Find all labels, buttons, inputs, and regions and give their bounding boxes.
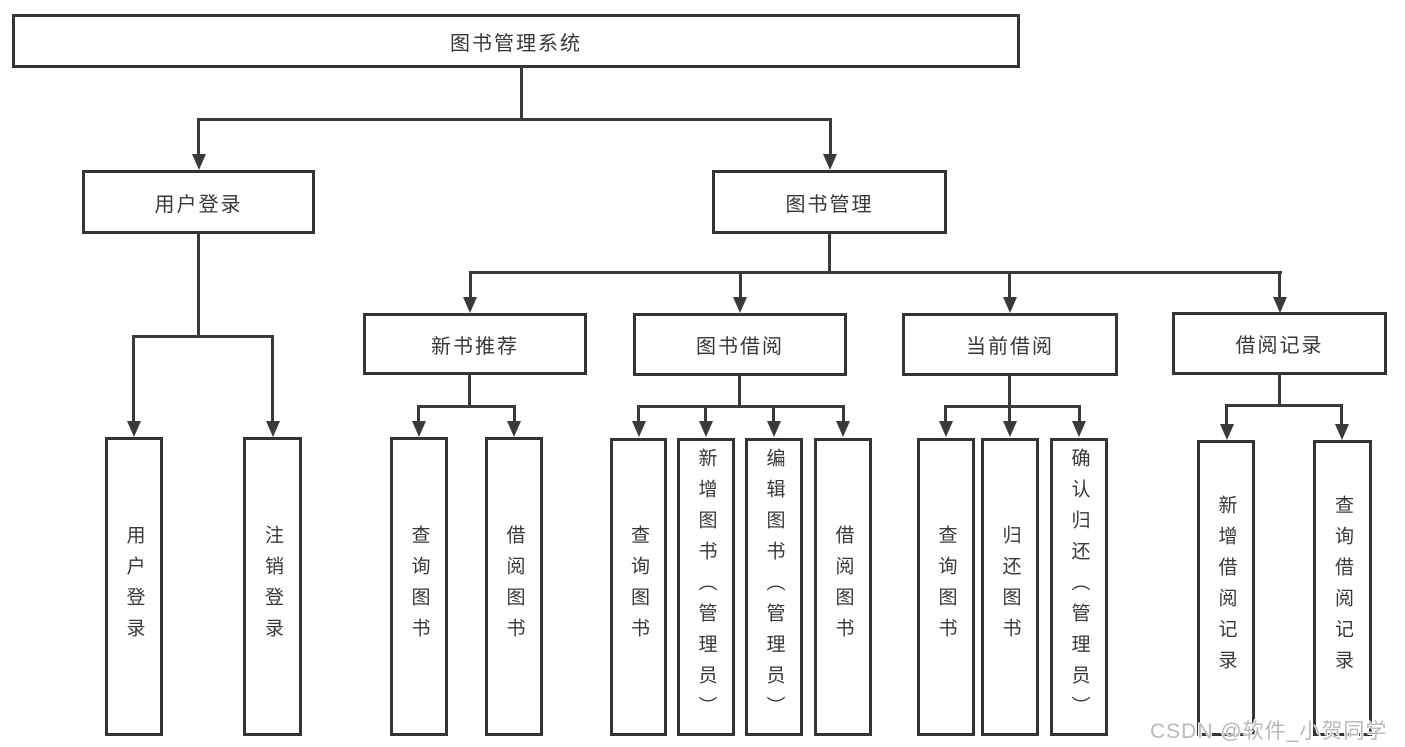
leaf-user-login: 用户登录 (105, 437, 163, 736)
edge-arm-bb-2 (704, 405, 707, 422)
leaf-bb-add-book-admin: 新增图书（管理员） (677, 438, 735, 736)
edge-book-mgmt-stem (828, 233, 831, 273)
arrowhead-user-login (192, 154, 206, 170)
leaf-cb-return-book: 归还图书 (981, 438, 1039, 736)
arrowhead-bb-edit (767, 421, 781, 437)
arrowhead-cb-query (939, 421, 953, 437)
arrowhead-borrow-record (1273, 297, 1287, 313)
node-new-book-recommend-label: 新书推荐 (431, 335, 519, 358)
edge-new-book-split (417, 405, 516, 408)
arrowhead-leaf-login (127, 421, 141, 437)
leaf-bb-add-book-admin-label: 新增图书（管理员） (695, 447, 717, 727)
edge-arm-cb-1 (944, 405, 947, 422)
arrowhead-current-borrow (1003, 297, 1017, 313)
edge-current-borrow-split (944, 405, 1081, 408)
node-borrow-record-label: 借阅记录 (1235, 335, 1324, 357)
arrowhead-br-add (1220, 424, 1234, 440)
edge-book-mgmt-split (469, 271, 1282, 274)
edge-book-borrow-split (637, 405, 845, 408)
node-borrow-record: 借阅记录 (1172, 312, 1387, 375)
leaf-bb-edit-book-admin-label: 编辑图书（管理员） (763, 447, 785, 727)
node-book-management-label: 图书管理 (785, 193, 874, 216)
edge-current-borrow-stem (1008, 375, 1011, 407)
node-current-borrow-label: 当前借阅 (966, 336, 1054, 358)
leaf-cb-return-book-label: 归还图书 (999, 525, 1021, 649)
arrowhead-br-query (1335, 424, 1349, 440)
edge-new-book-stem (468, 374, 471, 407)
node-current-borrow: 当前借阅 (902, 313, 1118, 376)
edge-arm-bb-3 (772, 405, 775, 422)
edge-arm-cb-2 (1008, 405, 1011, 422)
edge-arm-book-borrow (739, 271, 742, 298)
edge-borrow-record-stem (1278, 374, 1281, 407)
leaf-bb-borrow-book: 借阅图书 (814, 438, 872, 736)
csdn-watermark: CSDN @软件_小贺同学 (1150, 720, 1388, 743)
arrowhead-leaf-logout (266, 421, 280, 437)
edge-arm-current-borrow (1008, 271, 1011, 298)
edge-arm-leaf-logout (271, 335, 274, 422)
node-user-login-label: 用户登录 (154, 193, 243, 216)
edge-arm-bb-4 (842, 405, 845, 422)
leaf-nb-borrow-book: 借阅图书 (485, 437, 543, 736)
leaf-user-logout-label: 注销登录 (262, 524, 283, 649)
leaf-bb-query-book: 查询图书 (610, 438, 667, 736)
leaf-nb-query-book-label: 查询图书 (408, 524, 430, 649)
arrowhead-book-borrow (733, 297, 747, 313)
node-new-book-recommend: 新书推荐 (363, 313, 587, 375)
edge-borrow-record-split (1225, 404, 1343, 407)
leaf-cb-confirm-return-admin-label: 确认归还（管理员） (1068, 447, 1090, 727)
arrowhead-nb-query (412, 421, 426, 437)
leaf-bb-borrow-book-label: 借阅图书 (832, 525, 854, 649)
leaf-cb-confirm-return-admin: 确认归还（管理员） (1050, 438, 1108, 736)
node-root-label: 图书管理系统 (450, 32, 582, 55)
leaf-br-query-record: 查询借阅记录 (1313, 440, 1372, 736)
edge-user-login-stem (197, 233, 200, 337)
edge-arm-nb-borrow (513, 405, 516, 422)
leaf-br-add-record-label: 新增借阅记录 (1215, 495, 1237, 681)
node-book-borrow-label: 图书借阅 (696, 336, 784, 358)
edge-user-login-split (132, 335, 274, 338)
edge-book-borrow-stem (738, 375, 741, 407)
arrowhead-bb-borrow (836, 421, 850, 437)
edge-arm-bb-1 (637, 405, 640, 422)
leaf-nb-query-book: 查询图书 (390, 437, 448, 736)
arrowhead-bb-add (699, 421, 713, 437)
leaf-user-logout: 注销登录 (243, 437, 302, 736)
arrowhead-cb-confirm (1072, 421, 1086, 437)
leaf-bb-query-book-label: 查询图书 (628, 525, 649, 649)
leaf-cb-query-book: 查询图书 (917, 438, 975, 736)
leaf-nb-borrow-book-label: 借阅图书 (503, 524, 525, 649)
node-book-management: 图书管理 (712, 170, 947, 234)
edge-arm-new-book (469, 271, 472, 298)
leaf-bb-edit-book-admin: 编辑图书（管理员） (745, 438, 803, 736)
edge-arm-borrow-record (1278, 271, 1281, 298)
edge-arm-nb-query (417, 405, 420, 422)
edge-root-stem (520, 66, 523, 120)
arrowhead-book-mgmt (823, 154, 837, 170)
edge-arm-cb-3 (1078, 405, 1081, 422)
edge-arm-br-1 (1225, 404, 1228, 424)
edge-arm-br-2 (1340, 404, 1343, 424)
edge-arm-leaf-login (132, 335, 135, 422)
arrowhead-cb-return (1003, 421, 1017, 437)
node-user-login: 用户登录 (82, 170, 315, 234)
node-book-borrow: 图书借阅 (633, 313, 847, 376)
node-root: 图书管理系统 (12, 14, 1020, 68)
edge-arm-book-mgmt (829, 118, 832, 155)
arrowhead-new-book (463, 297, 477, 313)
arrowhead-nb-borrow (507, 421, 521, 437)
leaf-br-add-record: 新增借阅记录 (1197, 440, 1255, 736)
leaf-user-login-label: 用户登录 (123, 524, 145, 649)
edge-arm-user-login (197, 118, 200, 155)
leaf-br-query-record-label: 查询借阅记录 (1332, 495, 1353, 681)
arrowhead-bb-query (632, 421, 646, 437)
leaf-cb-query-book-label: 查询图书 (935, 525, 957, 649)
edge-root-split (197, 118, 832, 121)
